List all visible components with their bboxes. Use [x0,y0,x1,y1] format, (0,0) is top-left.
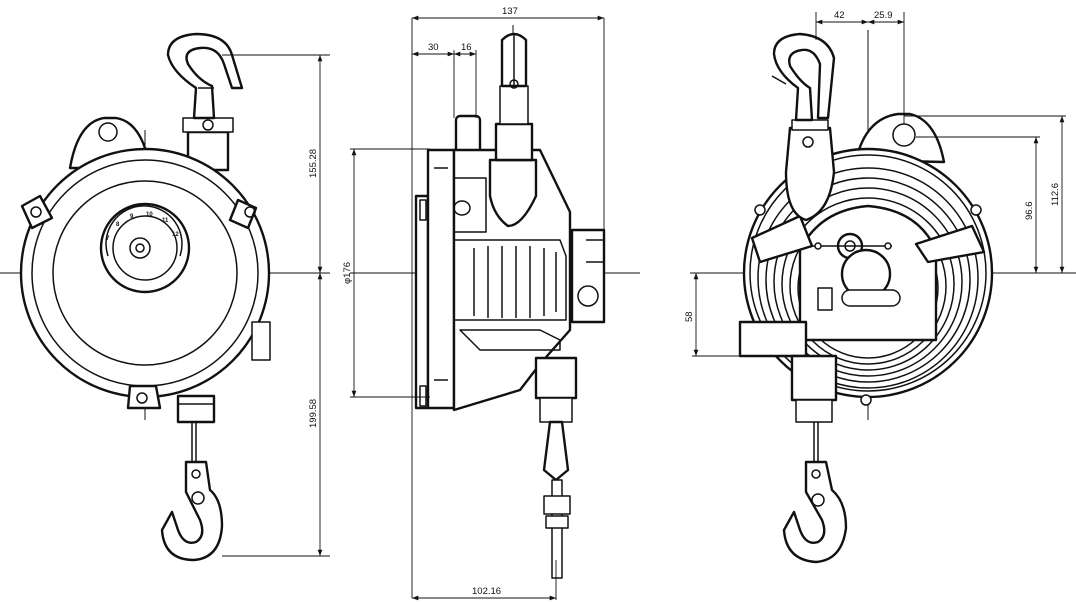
dial-scale-label: 10 [146,212,153,218]
dim-label-42: 42 [834,10,845,21]
dim-label-112-6: 112.6 [1050,183,1061,206]
back-mounting-lug-right [914,224,986,264]
back-bottom-hook [782,460,848,564]
front-mounting-lug-bottom [126,384,162,410]
dial-scale-label: 9 [130,214,134,220]
spring-coils [757,167,979,389]
dim-label-25-9: 25.9 [874,10,893,21]
dial-scale-labels: 7 8 9 10 11 12 [106,212,179,242]
side-back-plate [414,194,430,410]
front-view: 7 8 9 10 11 12 155.28 199.58 [0,32,330,562]
back-side-bracket [738,320,808,358]
dim-label-96-6: 96.6 [1024,202,1035,221]
back-view: 42 25.9 112.6 96.6 58 [684,10,1076,564]
side-bottom-block [534,356,578,400]
side-bottom-hook [551,479,563,579]
back-slot [841,289,901,307]
dim-label-102-16: 102.16 [472,586,501,597]
front-top-hook [166,32,244,120]
back-bottom-block [790,354,838,402]
side-swivel-cone [488,158,538,228]
side-swivel-block [494,122,534,162]
dim-label-diameter: φ176 [342,262,353,284]
dial-knob [129,237,151,259]
dim-label-30: 30 [428,42,439,53]
front-side-tab [251,321,271,361]
dim-label-137: 137 [502,6,518,17]
front-bottom-block [176,394,216,424]
side-main-body [452,148,572,412]
dim-label-199-58: 199.58 [308,399,319,428]
front-mounting-lug-left [20,194,54,230]
dial-scale-label: 8 [116,222,120,228]
front-ear-hole [98,122,118,142]
dial-scale-label: 11 [162,218,169,224]
dim-label-155-28: 155.28 [308,149,319,178]
side-view: 137 30 16 φ176 102.16 [342,6,640,601]
side-swivel-stem [499,85,529,125]
dial-scale-label: 7 [106,236,110,242]
side-clevis [542,420,570,482]
front-mounting-lug-right [228,198,258,230]
front-inner-ring [52,180,238,366]
back-swivel-block [784,126,836,222]
front-bottom-hook [160,460,224,562]
tension-dial [99,202,191,294]
side-back-shell [426,148,456,410]
dial-scale-label: 12 [172,232,179,238]
side-cooling-fins [473,246,557,318]
side-bracket [570,228,606,324]
dim-label-16: 16 [461,42,472,53]
dim-label-58: 58 [684,311,695,322]
back-top-hook [772,32,836,122]
dial-scale-arc [105,205,183,257]
